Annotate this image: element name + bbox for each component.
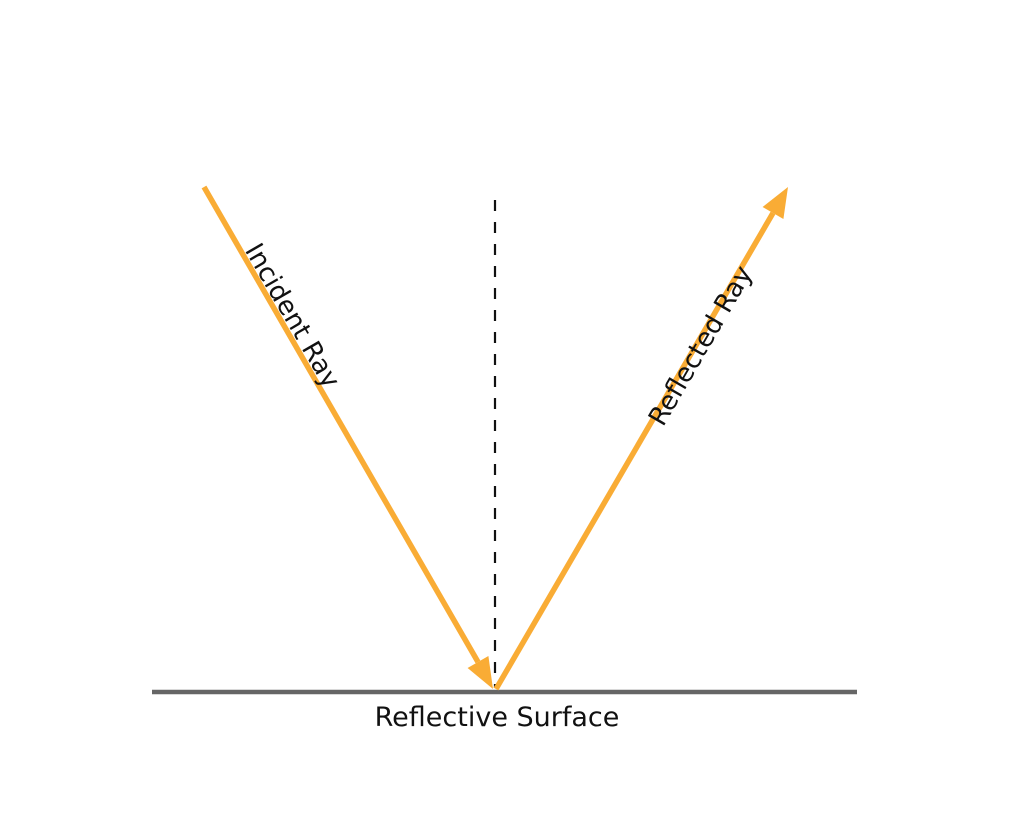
surface-label: Reflective Surface: [375, 702, 620, 733]
reflected-ray-line: [493, 211, 776, 691]
incident-ray-line: [201, 185, 481, 664]
reflected-arrowhead-icon: [762, 187, 788, 219]
incident-arrowhead-icon: [467, 656, 493, 689]
